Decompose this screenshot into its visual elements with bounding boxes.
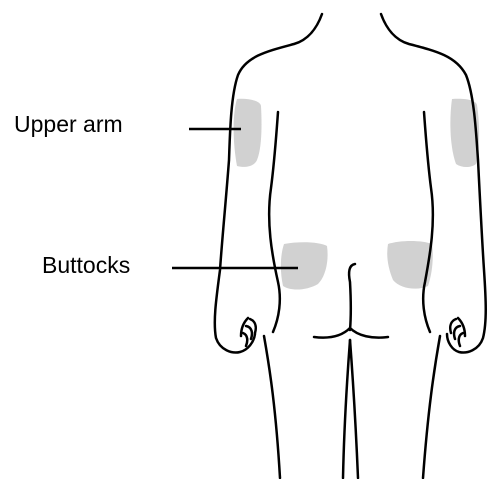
upper-arm-label: Upper arm bbox=[14, 113, 123, 136]
right-leg-outer bbox=[423, 336, 440, 478]
body-outline bbox=[215, 14, 486, 478]
left-leg-outer bbox=[264, 336, 280, 478]
right-hand-fingers bbox=[450, 318, 465, 346]
injection-site-buttock-left bbox=[281, 242, 328, 289]
right-torso-side bbox=[423, 112, 433, 332]
right-neck-shoulder-arm-outline bbox=[381, 14, 486, 352]
gluteal-crease bbox=[314, 328, 388, 338]
right-leg-inner bbox=[350, 340, 358, 478]
injection-site-upper-arm-left bbox=[234, 99, 262, 167]
gluteal-cleft bbox=[349, 264, 355, 330]
left-neck-shoulder-arm-outline bbox=[215, 14, 322, 352]
buttocks-label: Buttocks bbox=[42, 254, 130, 277]
left-torso-side bbox=[269, 112, 280, 332]
left-leg-inner bbox=[343, 340, 350, 478]
